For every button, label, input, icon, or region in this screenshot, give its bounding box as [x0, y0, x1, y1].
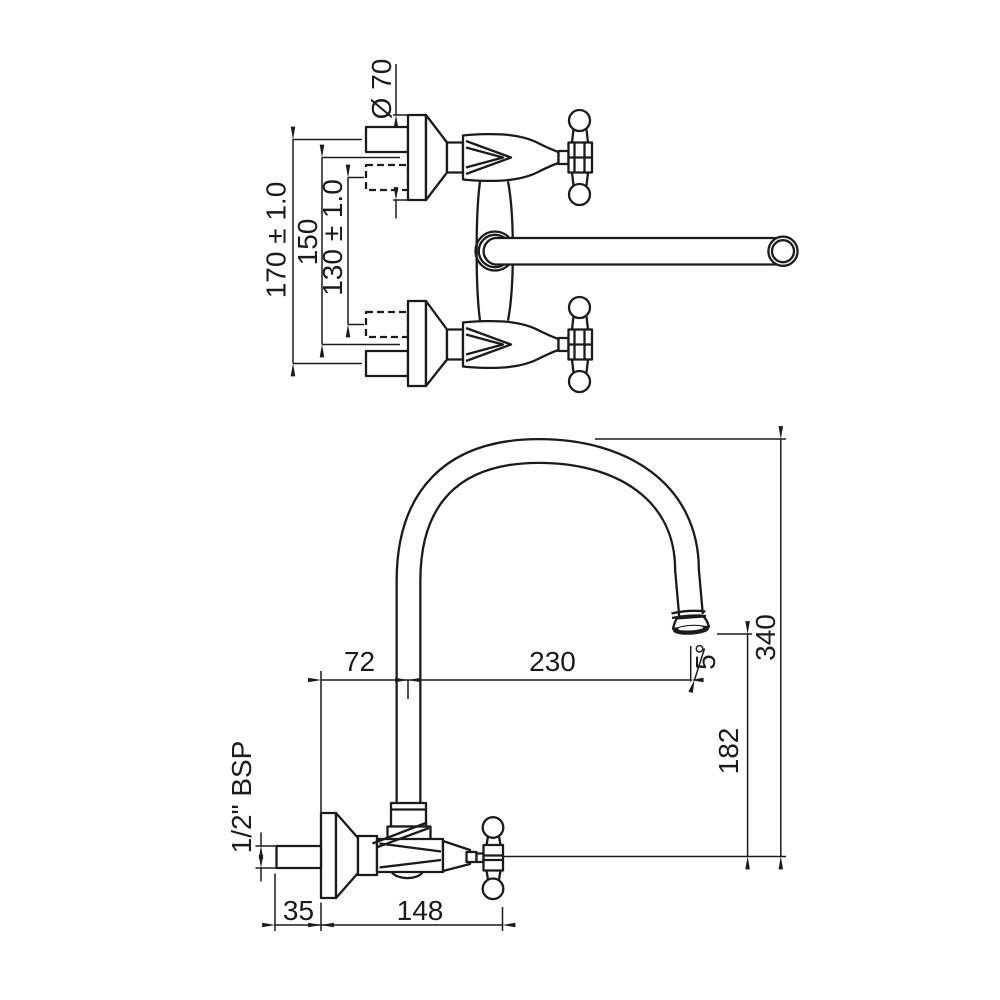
lower-flange-plate: [406, 299, 428, 388]
cross-handle-lower: [557, 295, 594, 394]
lower-inlet-solid: [364, 349, 410, 378]
dim-label-outer-inlet-spacing: 170 ± 1.0: [261, 182, 292, 299]
dim-label-outlet-height: 182: [713, 728, 744, 775]
valve-body-side: [372, 821, 485, 880]
side-view: [275, 437, 786, 901]
lower-inlet-dashed: [364, 310, 410, 339]
top-view: [364, 108, 799, 394]
riser-union-nut: [386, 801, 432, 841]
dimensions-top-view: Ø 70 170 ± 1.0 150 130 ± 1.0: [261, 59, 410, 377]
dim-label-body-length: 148: [397, 895, 444, 926]
upper-valve-assembly: [364, 108, 594, 207]
inlet-nipple: [275, 844, 323, 870]
dim-label-flange-diameter: Ø 70: [366, 59, 397, 120]
lower-valve-assembly: [364, 295, 594, 394]
dim-label-valve-axis-spacing: 150: [292, 219, 323, 266]
cross-handle-upper: [557, 108, 594, 207]
spout-pipe-plan: [482, 235, 799, 267]
dim-label-outlet-angle: 5°: [690, 643, 721, 670]
upper-inlet-solid: [364, 125, 410, 154]
dim-label-wall-projection: 35: [283, 895, 314, 926]
dim-flange-diameter: [393, 64, 410, 219]
wall-flange-side: [319, 811, 379, 900]
dim-label-total-height: 340: [750, 614, 781, 661]
dim-label-inner-inlet-spacing: 130 ± 1.0: [317, 179, 348, 296]
upper-inlet-dashed: [364, 163, 410, 192]
dimensions-side-view: 340 182 72 230 5° 1/2" BSP 35: [226, 426, 786, 931]
dim-label-wall-to-riser: 72: [344, 646, 375, 677]
dim-thread-size: 1/2" BSP: [226, 741, 277, 882]
dim-label-riser-to-outlet: 230: [529, 646, 576, 677]
cross-handle-side: [481, 816, 505, 901]
upper-flange-plate: [406, 113, 428, 202]
gooseneck-spout: [395, 437, 704, 806]
dim-outlet-angle: 5°: [688, 643, 721, 693]
spout-nozzle: [671, 609, 711, 635]
dim-label-thread-size: 1/2" BSP: [226, 741, 257, 854]
